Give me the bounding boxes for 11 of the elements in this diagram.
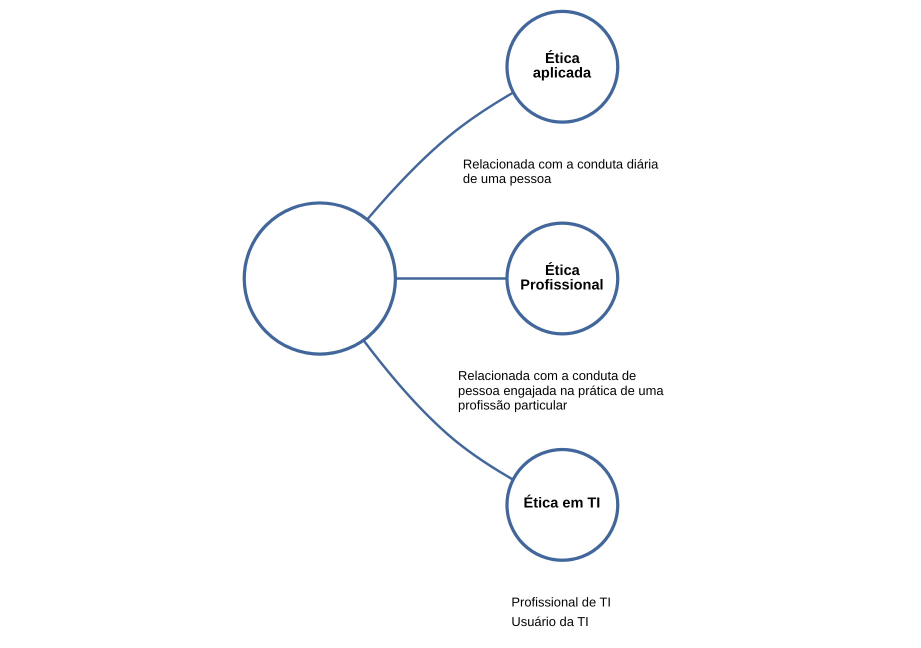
node-circle: Ética aplicada [505,10,620,124]
node-label: Profissional de TI [511,594,612,610]
connector [366,92,514,220]
connector [396,277,507,280]
node-label: Usuário da TI [511,614,589,630]
node-circle: Ética Profissional [505,222,620,336]
node-label: Relacionada com a conduta de pessoa engajada na prática de uma profissão particular [458,368,664,412]
node-circle [242,201,398,356]
node-circle: Ética em TI [505,448,620,562]
connector [362,340,514,481]
node-label: Relacionada com a conduta diária de uma pessoa [462,156,658,186]
